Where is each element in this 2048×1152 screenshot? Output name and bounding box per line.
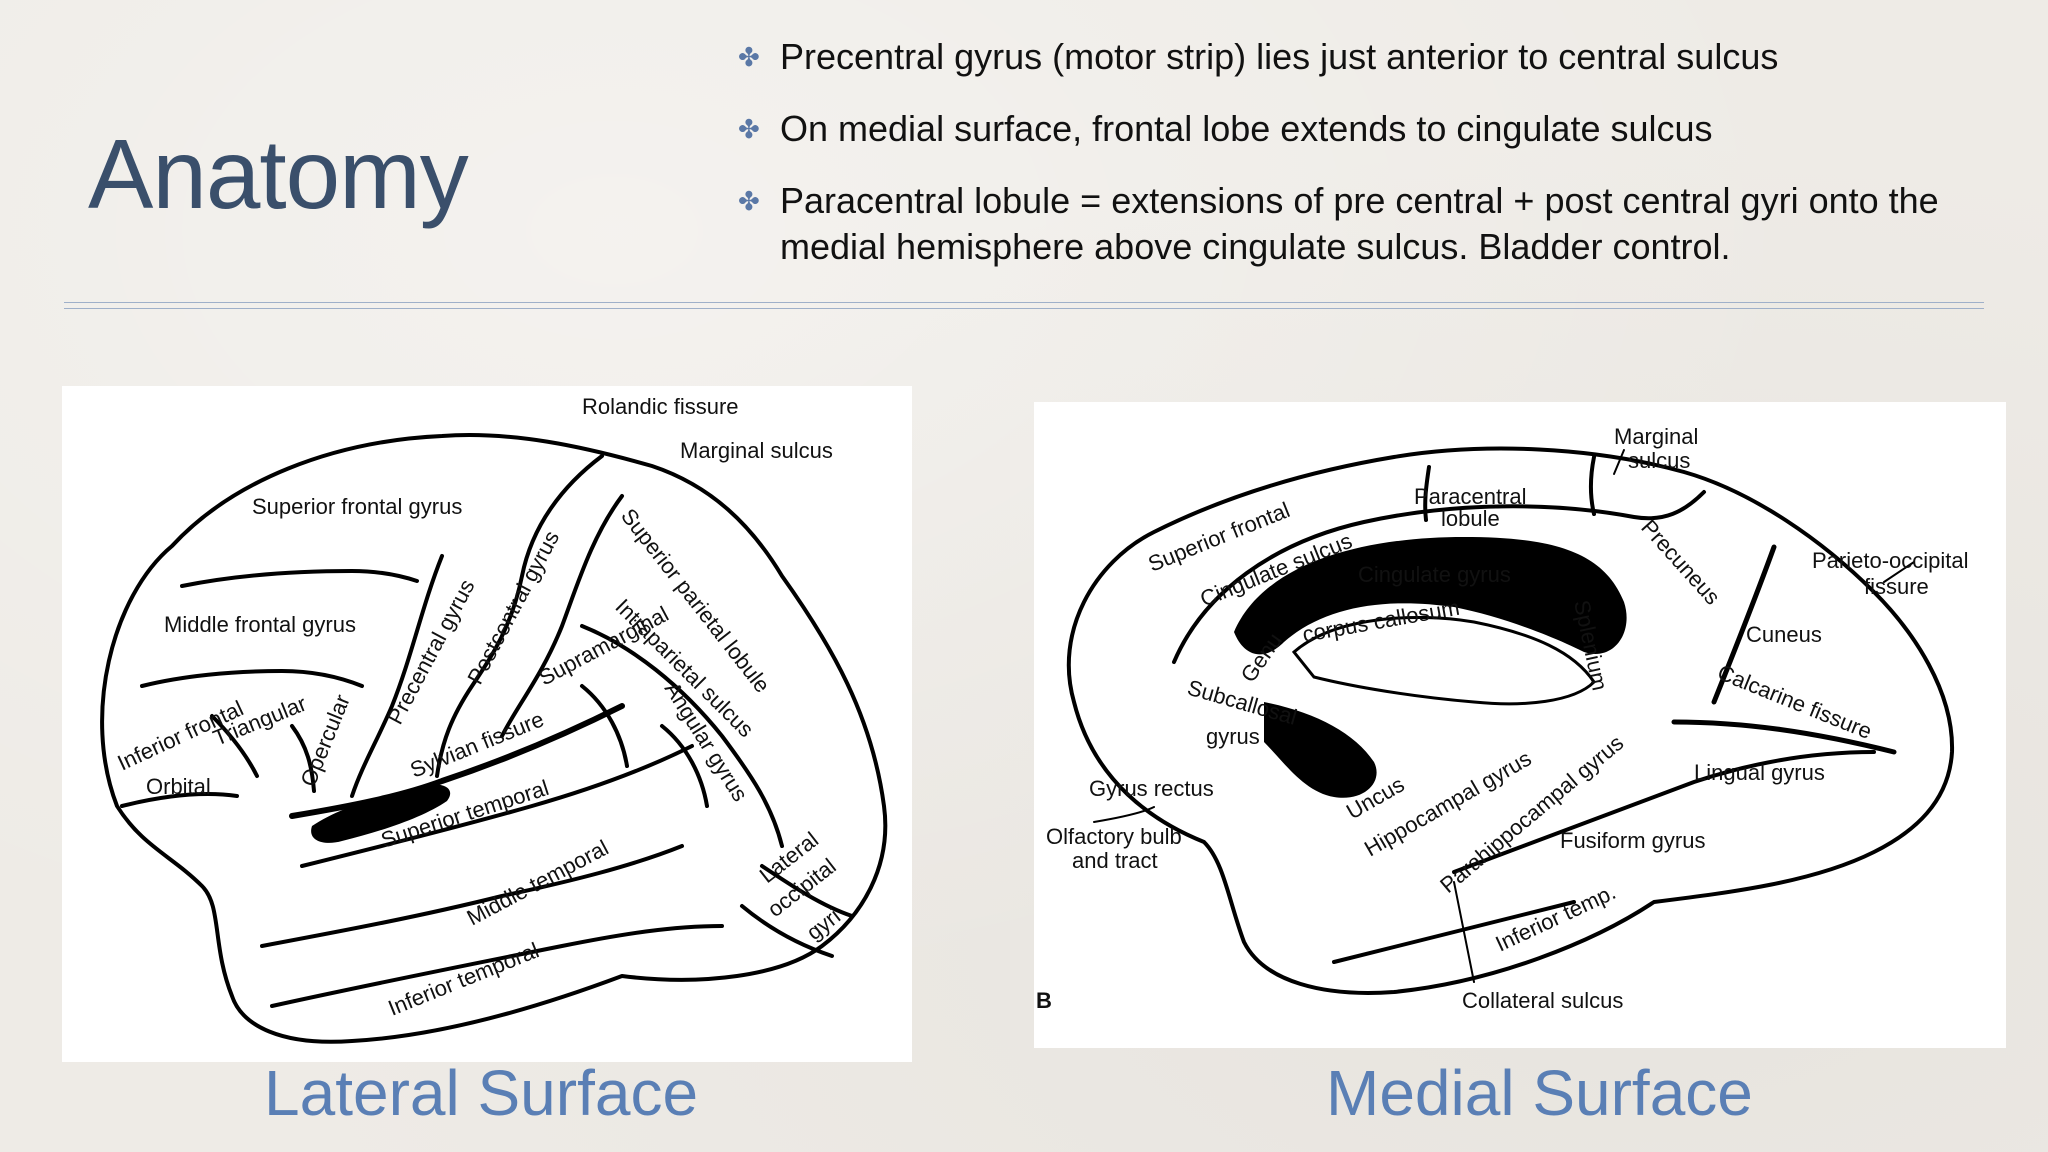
- label-fusiform-gyrus: Fusiform gyrus: [1560, 828, 1705, 853]
- angular-curve: [660, 724, 709, 808]
- lateral-outline: [100, 433, 888, 1044]
- bullet-icon: ✤: [738, 42, 760, 72]
- insula-dark-area: [311, 784, 451, 843]
- divider-rule: [64, 302, 1984, 309]
- bullet-item: ✤ Precentral gyrus (motor strip) lies ju…: [738, 34, 2018, 80]
- label-cuneus: Cuneus: [1746, 622, 1822, 647]
- leader-line: [1613, 449, 1625, 475]
- leader-line: [1883, 561, 1915, 583]
- bullet-text: Paracentral lobule = extensions of pre c…: [780, 180, 1939, 267]
- sylvian-fissure: [289, 703, 625, 819]
- leader-line: [1453, 881, 1475, 983]
- temporal-base: [270, 924, 724, 1008]
- label-marginal-sulcus: sulcus: [1628, 448, 1690, 473]
- label-orbital: Orbital: [146, 774, 211, 799]
- label-parahippocampal-gyrus: Parahippocampal gyrus: [1435, 730, 1628, 898]
- label-lingual-gyrus: Lingual gyrus: [1694, 760, 1825, 785]
- inferior-frontal-sulcus: [140, 669, 364, 688]
- thalamus-region: [1291, 615, 1596, 706]
- label-parieto-occipital-fissure: fissure: [1864, 574, 1929, 599]
- label-superior-frontal-gyrus: Superior frontal gyrus: [252, 494, 462, 519]
- lateral-surface-caption: Lateral Surface: [264, 1057, 699, 1129]
- label-paracentral-lobule: Paracentral: [1414, 484, 1527, 509]
- occipital-sulcus: [760, 864, 854, 918]
- bullet-text: Precentral gyrus (motor strip) lies just…: [780, 36, 1779, 77]
- central-sulcus: [435, 454, 604, 778]
- frontal-branch: [210, 714, 259, 778]
- corpus-callosum: [1234, 537, 1627, 655]
- bullet-item: ✤ Paracentral lobule = extensions of pre…: [738, 178, 2018, 270]
- label-triangular: Triangular: [210, 691, 310, 751]
- paracentral-boundary: [1423, 465, 1431, 522]
- bullet-icon: ✤: [738, 114, 760, 144]
- temporal-sulcus: [1332, 900, 1576, 964]
- label-middle-frontal-gyrus: Middle frontal gyrus: [164, 612, 356, 637]
- occipital-sulcus: [740, 904, 834, 958]
- parieto-occipital-fissure: [1711, 544, 1777, 705]
- medial-outline: [1066, 446, 1955, 995]
- label-precentral-gyrus: Precentral gyrus: [382, 575, 479, 728]
- medial-brain-drawing: Marginal sulcus Paracentral lobule Super…: [1036, 424, 1969, 1013]
- cingulate-sulcus: [1172, 490, 1706, 664]
- label-subcallosal-gyrus: Subcallosal: [1185, 675, 1300, 730]
- label-collateral-sulcus: Collateral sulcus: [1462, 988, 1623, 1013]
- calcarine-fissure: [1671, 719, 1897, 755]
- leader-line: [1093, 806, 1155, 823]
- paracentral-boundary: [1589, 455, 1596, 516]
- medial-surface-diagram: Marginal sulcus Paracentral lobule Super…: [1034, 402, 2006, 1048]
- bullet-icon: ✤: [738, 186, 760, 216]
- superior-temporal-sulcus: [300, 744, 694, 868]
- superior-frontal-sulcus: [180, 569, 419, 588]
- postcentral-sulcus: [500, 494, 624, 738]
- label-parieto-occipital-fissure: Parieto-occipital: [1812, 548, 1969, 573]
- orbital-sulcus: [120, 792, 239, 808]
- precentral-sulcus: [350, 554, 444, 798]
- supramarginal-curve: [580, 684, 629, 768]
- label-precuneus: Precuneus: [1636, 515, 1725, 610]
- lateral-brain-drawing: Rolandic fissure Marginal sulcus Superio…: [100, 394, 888, 1044]
- slide-title: Anatomy: [88, 119, 469, 229]
- label-gyrus-rectus: Gyrus rectus: [1089, 776, 1214, 801]
- inferior-temporal-sulcus: [260, 844, 684, 948]
- label-cingulate-gyrus: Cingulate gyrus: [1358, 562, 1511, 587]
- frontal-branch: [290, 724, 316, 793]
- label-marginal-sulcus: Marginal sulcus: [680, 438, 833, 463]
- medial-surface-caption: Medial Surface: [1326, 1057, 1753, 1129]
- label-rolandic-fissure: Rolandic fissure: [582, 394, 739, 419]
- label-subcallosal-gyrus: gyrus: [1206, 724, 1260, 749]
- label-middle-temporal: Middle temporal: [463, 835, 613, 931]
- label-marginal-sulcus: Marginal: [1614, 424, 1698, 449]
- label-olfactory-bulb: and tract: [1072, 848, 1158, 873]
- panel-letter: B: [1036, 988, 1052, 1013]
- label-olfactory-bulb: Olfactory bulb: [1046, 824, 1182, 849]
- collateral-sulcus: [1452, 750, 1876, 874]
- intraparietal-sulcus: [580, 624, 784, 848]
- bullet-text: On medial surface, frontal lobe extends …: [780, 108, 1713, 149]
- bullet-list: ✤ Precentral gyrus (motor strip) lies ju…: [738, 34, 2018, 296]
- fornix-dark-area: [1264, 702, 1377, 798]
- bullet-item: ✤ On medial surface, frontal lobe extend…: [738, 106, 2018, 152]
- label-paracentral-lobule: lobule: [1441, 506, 1500, 531]
- lateral-surface-diagram: Rolandic fissure Marginal sulcus Superio…: [62, 386, 912, 1062]
